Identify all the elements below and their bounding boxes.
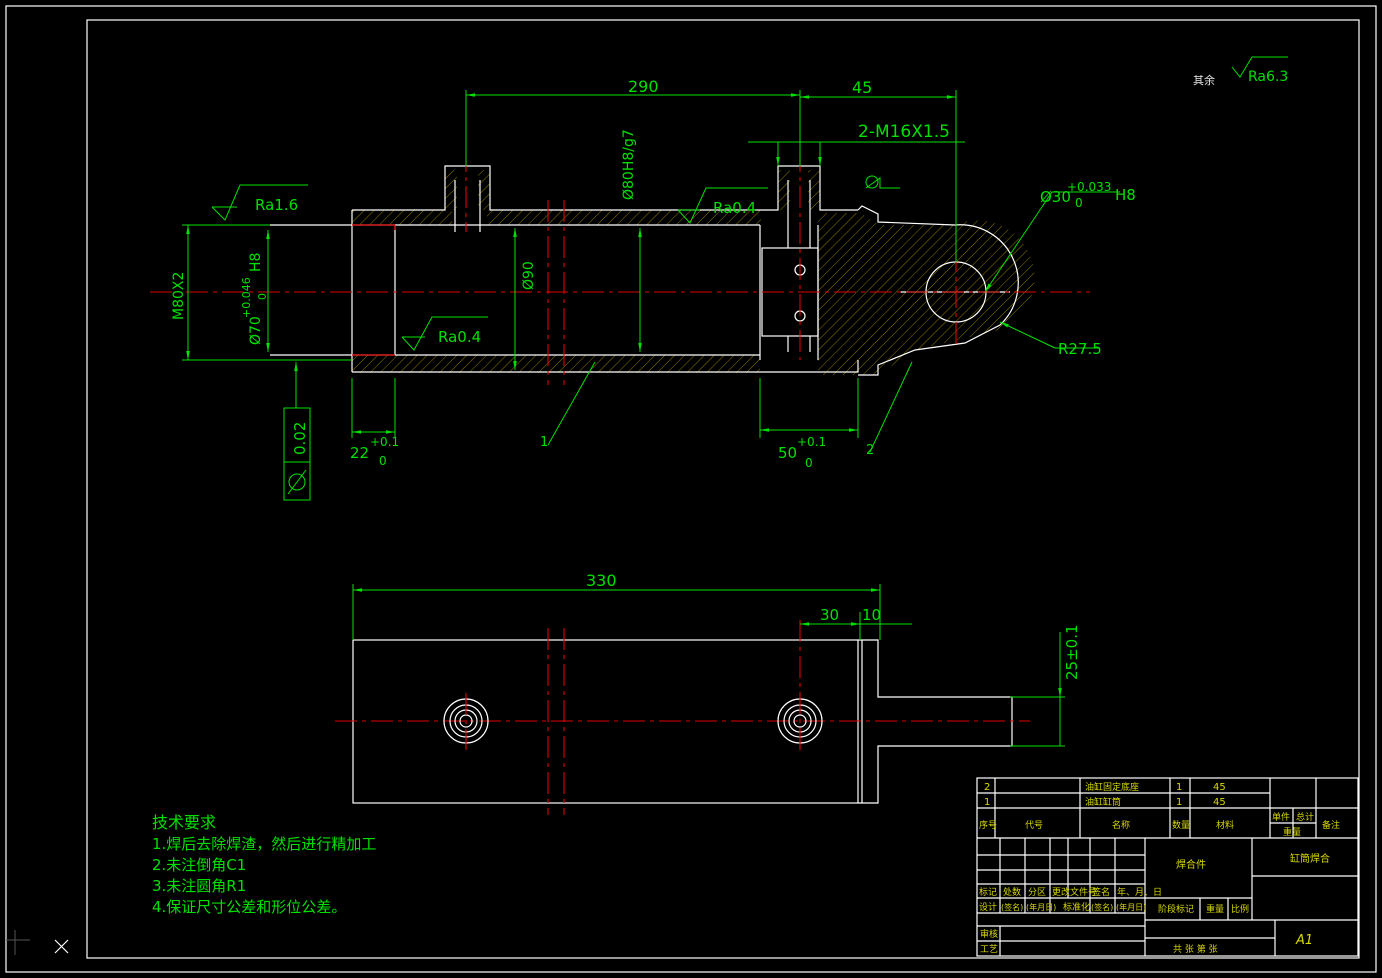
dim-pin-hole: Ø30 bbox=[1040, 188, 1071, 206]
bom-row-2-qty: 1 bbox=[1176, 782, 1182, 793]
design-sign: (签名) bbox=[1001, 902, 1023, 912]
bom-row-1-no: 1 bbox=[984, 797, 990, 808]
tech-requirement-3: 3.未注圆角R1 bbox=[152, 877, 246, 895]
top-dimensions bbox=[352, 584, 1065, 747]
bom-row-2-material: 45 bbox=[1213, 782, 1226, 793]
balloon-1: 1 bbox=[540, 435, 548, 450]
front-dimensions bbox=[182, 56, 1288, 501]
dim-50-tol: +0.1 bbox=[797, 435, 826, 449]
dim-330: 330 bbox=[586, 571, 617, 590]
row-doc: 更改文件号 bbox=[1052, 886, 1097, 898]
process-label: 工艺 bbox=[980, 944, 998, 955]
row-date: 年、月、日 bbox=[1117, 886, 1162, 898]
tolerance-value: 0.02 bbox=[291, 422, 309, 455]
scale-label: 比例 bbox=[1231, 903, 1249, 915]
bom-header-no: 序号 bbox=[979, 819, 997, 831]
standard-sign: (签名) bbox=[1091, 902, 1113, 912]
close-icon[interactable] bbox=[54, 939, 69, 954]
balloon-2: 2 bbox=[866, 443, 874, 458]
inner-border bbox=[86, 19, 1360, 959]
bom-row-2-name: 油缸固定底座 bbox=[1085, 781, 1139, 793]
dim-25: 25±0.1 bbox=[1063, 624, 1081, 680]
bom-row-1-name: 油缸缸筒 bbox=[1085, 796, 1121, 808]
roughness-ra16: Ra1.6 bbox=[255, 196, 298, 214]
tech-requirement-2: 2.未注倒角C1 bbox=[152, 856, 246, 874]
design-date: (年月日) bbox=[1026, 902, 1056, 912]
bom-row-1-material: 45 bbox=[1213, 797, 1226, 808]
bom-header-remark: 备注 bbox=[1322, 819, 1340, 831]
title-block bbox=[976, 777, 1359, 957]
bom-header-unit: 单件 bbox=[1272, 811, 1290, 823]
dim-50: 50 bbox=[778, 444, 797, 462]
standard-label: 标准化 bbox=[1063, 901, 1090, 913]
dim-50-tol-low: 0 bbox=[805, 456, 813, 470]
dim-left-bore-tol-low: 0 bbox=[256, 293, 269, 300]
tech-requirement-1: 1.焊后去除焊渣，然后进行精加工 bbox=[152, 835, 376, 853]
roughness-ra04-bottom: Ra0.4 bbox=[438, 328, 481, 346]
dim-bore-fit: Ø80H8/g7 bbox=[621, 129, 637, 200]
dim-outer-dia: Ø90 bbox=[521, 261, 537, 290]
roughness-ra04-top: Ra0.4 bbox=[713, 199, 756, 217]
dim-10: 10 bbox=[862, 606, 881, 624]
dim-pin-hole-tol: +0.033 bbox=[1067, 180, 1111, 194]
row-count: 处数 bbox=[1003, 886, 1021, 898]
bom-header-weight: 重量 bbox=[1283, 826, 1301, 838]
tech-requirement-4: 4.保证尺寸公差和形位公差。 bbox=[152, 898, 346, 916]
dim-290: 290 bbox=[628, 77, 659, 96]
row-mark: 标记 bbox=[979, 886, 997, 898]
dim-pin-hole-fit: H8 bbox=[1115, 186, 1136, 204]
bom-header-material: 材料 bbox=[1216, 819, 1234, 831]
tech-requirements-title: 技术要求 bbox=[152, 813, 216, 832]
sheets-label: 共 张 第 张 bbox=[1173, 943, 1218, 955]
row-zone: 分区 bbox=[1028, 887, 1046, 898]
stage-label: 阶段标记 bbox=[1158, 903, 1194, 915]
dim-pin-hole-tol-low: 0 bbox=[1075, 196, 1083, 210]
bom-row-2-no: 2 bbox=[984, 782, 990, 793]
cursor-crosshair-icon bbox=[6, 930, 30, 955]
outer-border bbox=[5, 5, 1377, 973]
dim-left-bore: Ø70 bbox=[248, 316, 264, 345]
dim-left-bore-tol: +0.046 bbox=[240, 277, 253, 318]
dim-45: 45 bbox=[852, 78, 872, 97]
bom-header-total: 总计 bbox=[1296, 811, 1314, 823]
dim-22-tol: +0.1 bbox=[370, 435, 399, 449]
row-sign: 签名 bbox=[1092, 886, 1110, 898]
bom-header-code: 代号 bbox=[1025, 820, 1043, 831]
bom-header-qty: 数量 bbox=[1172, 819, 1190, 831]
bom-header-name: 名称 bbox=[1112, 819, 1130, 831]
review-label: 审核 bbox=[980, 928, 998, 940]
dim-22: 22 bbox=[350, 444, 369, 462]
dim-30: 30 bbox=[820, 606, 839, 624]
dim-radius: R27.5 bbox=[1058, 340, 1102, 358]
material-mark: 焊合件 bbox=[1176, 858, 1206, 871]
dim-22-tol-low: 0 bbox=[379, 454, 387, 468]
drawing-name: 缸筒焊合 bbox=[1290, 852, 1330, 865]
design-label: 设计 bbox=[979, 901, 997, 913]
roughness-ra63: Ra6.3 bbox=[1248, 69, 1288, 85]
top-view bbox=[335, 620, 1030, 815]
weight-label: 重量 bbox=[1206, 903, 1224, 915]
dim-left-bore-fit: H8 bbox=[248, 253, 264, 272]
dim-thread: 2-M16X1.5 bbox=[858, 122, 950, 142]
standard-date: (年月日) bbox=[1116, 902, 1146, 912]
paper-size: A1 bbox=[1295, 933, 1313, 948]
roughness-other-label: 其余 bbox=[1193, 73, 1215, 87]
front-section-view bbox=[150, 150, 1090, 385]
dim-left-thread: M80X2 bbox=[171, 272, 187, 320]
bom-row-1-qty: 1 bbox=[1176, 797, 1182, 808]
